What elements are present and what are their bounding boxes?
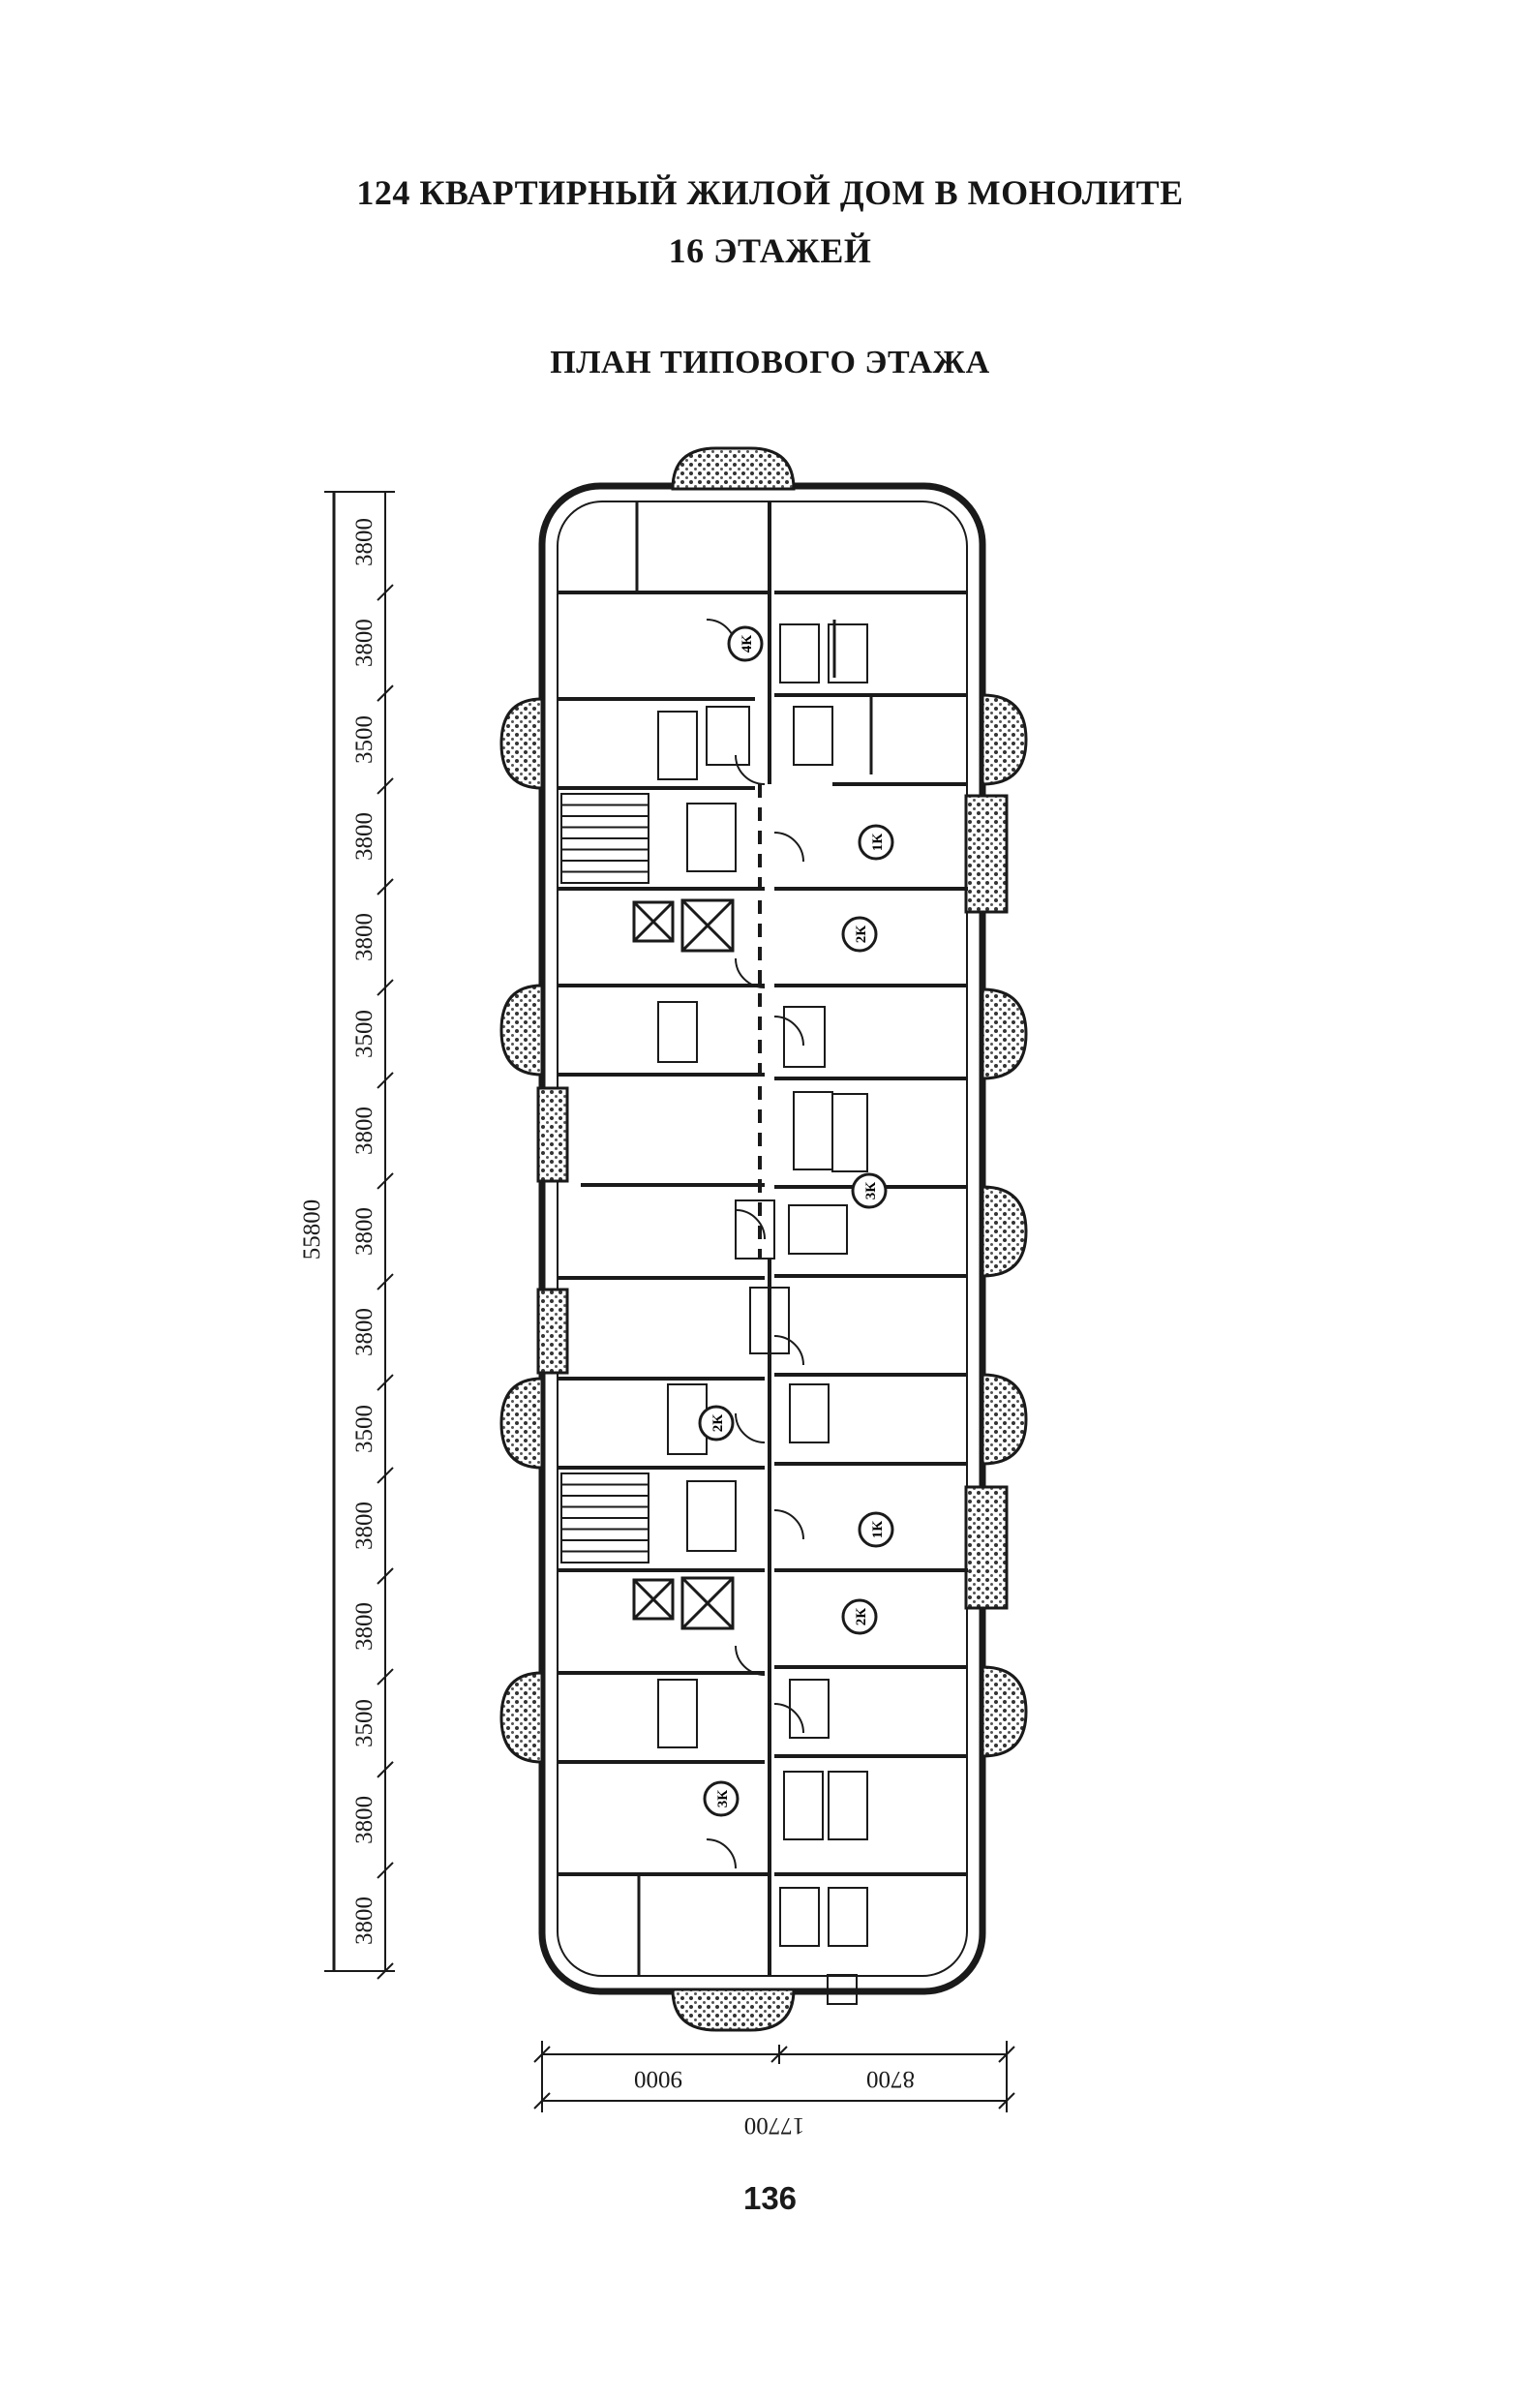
dimension-tick [377, 1467, 394, 1484]
page-number: 136 [742, 2180, 798, 2216]
apartment-tag-circle [858, 1511, 894, 1548]
stairwells [560, 793, 649, 1563]
width-8700-label: 8700 [866, 2066, 915, 2092]
floor-count: 16 ЭТАЖЕЙ [668, 231, 872, 270]
module-dimension-label: 3800 [351, 913, 377, 961]
overall-width-label: 17700 [744, 2112, 805, 2139]
module-dimension-label: 3800 [351, 619, 377, 667]
dimension-tick [377, 979, 394, 996]
dimension-tick [377, 1567, 394, 1585]
dimension-tick [377, 878, 394, 895]
apartment-tag-circle [727, 625, 764, 662]
dimension-tick [377, 1761, 394, 1778]
apartment-tag-circle [703, 1780, 740, 1817]
apartment-tag-label: 4К [740, 635, 755, 653]
apartment-tag-label: 2К [710, 1414, 726, 1433]
dimension-tick [377, 1273, 394, 1290]
dimension-tick [377, 584, 394, 601]
apartment-tag-label: 2К [854, 1608, 869, 1626]
apartment-tag-label: 1К [870, 1521, 886, 1539]
apartment-tag-circle [841, 1598, 878, 1635]
dimension-tick [377, 1962, 394, 1980]
apartment-tag-circle [851, 1172, 888, 1209]
apartment-tag-circle [698, 1405, 735, 1442]
document-title: 124 КВАРТИРНЫЙ ЖИЛОЙ ДОМ В МОНОЛИТЕ [356, 173, 1184, 212]
elevator-shafts [632, 898, 735, 1630]
module-dimension-label: 3800 [351, 812, 377, 861]
module-dimension-label: 3800 [351, 1897, 377, 1945]
apartment-tags: 4К 1К 2К 3К 2К 1К 2К 3К [698, 625, 894, 1817]
module-dimension-label: 3800 [351, 518, 377, 566]
dimension-tick [377, 1668, 394, 1685]
width-dimension-chain [533, 2041, 1015, 2112]
module-dimension-label: 3800 [351, 1796, 377, 1844]
dimension-tick [377, 777, 394, 795]
dimension-tick [377, 1374, 394, 1391]
module-dimension-label: 3500 [351, 715, 377, 764]
dimension-tick [377, 1172, 394, 1190]
apartment-tag-label: 3К [863, 1182, 879, 1200]
length-dimension-chain [324, 491, 395, 1980]
balconies [499, 446, 1028, 2032]
module-dimension-label: 3500 [351, 1405, 377, 1453]
building-outline [538, 482, 986, 1995]
module-dimension-labels: 3800 3800 3500 3800 3800 3500 3800 3800 3800 3500… [351, 518, 377, 1945]
module-dimension-label: 3800 [351, 1107, 377, 1155]
apartment-tag-circle [858, 824, 894, 861]
module-dimension-label: 3800 [351, 1602, 377, 1651]
apartment-tag-circle [841, 916, 878, 953]
module-dimension-label: 3500 [351, 1699, 377, 1747]
width-9000-label: 9000 [634, 2066, 682, 2092]
apartment-tag-label: 3К [715, 1790, 731, 1808]
dimension-tick [377, 1862, 394, 1879]
module-dimension-label: 3800 [351, 1207, 377, 1256]
overall-length-label: 55800 [299, 1199, 325, 1260]
apartment-tag-label: 1К [870, 834, 886, 852]
apartment-tag-label: 2К [854, 926, 869, 944]
module-dimension-label: 3800 [351, 1308, 377, 1356]
module-dimension-label: 3800 [351, 1502, 377, 1550]
dimension-tick [377, 1072, 394, 1089]
bathroom-fixtures [657, 623, 868, 2005]
dimension-tick [377, 684, 394, 702]
plan-subtitle: ПЛАН ТИПОВОГО ЭТАЖА [550, 345, 990, 380]
module-dimension-label: 3500 [351, 1010, 377, 1058]
interior-walls [558, 501, 968, 1976]
